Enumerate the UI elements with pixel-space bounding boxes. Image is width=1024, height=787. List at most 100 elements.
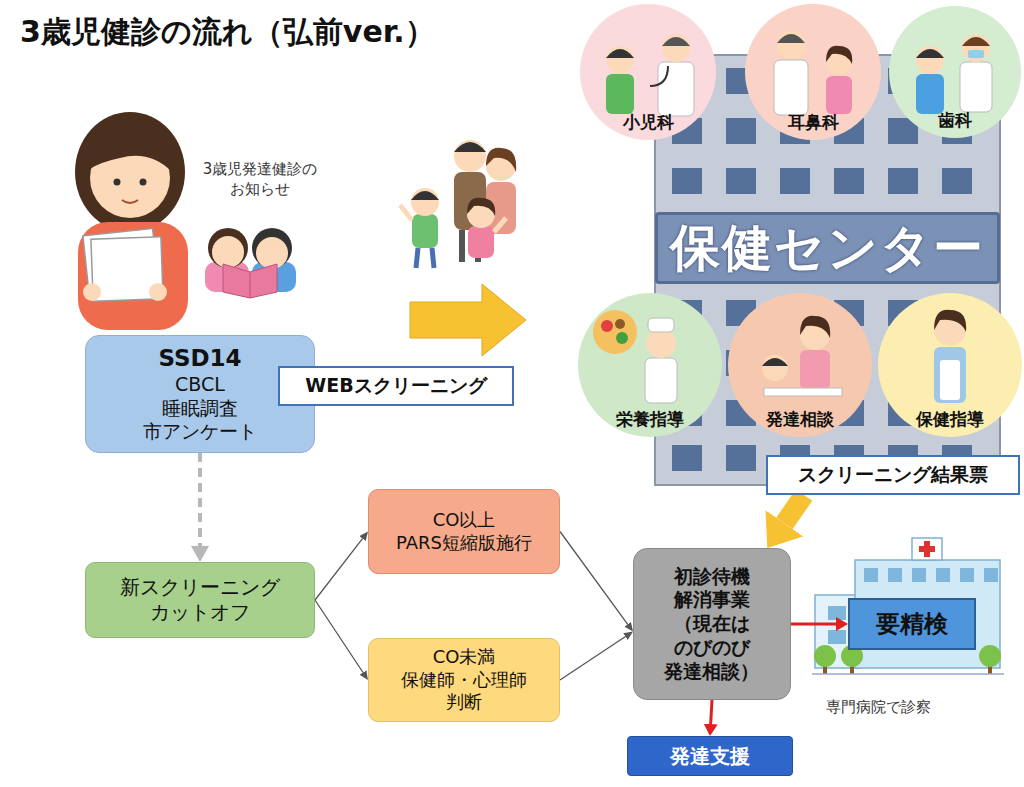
nutrition-illustration — [578, 293, 722, 437]
connector-arrow — [784, 495, 804, 523]
window — [936, 568, 950, 582]
service-circle: 栄養指導 — [578, 293, 722, 437]
box-text: 栄養指導 — [616, 409, 684, 430]
connector-arrow — [791, 623, 836, 626]
ent-illustration — [774, 60, 808, 115]
process-box: CO以上 PARS短縮版施行 — [368, 489, 560, 574]
family-figure — [400, 205, 412, 220]
service-circle: 発達相談 — [728, 293, 872, 437]
hospital-building — [919, 546, 935, 552]
pediatrics-illustration — [658, 62, 694, 116]
process-box: CO未満 保健師・心理師 判断 — [368, 638, 560, 722]
process-box: 新スクリーニング カットオフ — [85, 562, 315, 638]
window — [984, 568, 998, 582]
box-text: 発達相談 — [766, 409, 834, 430]
children-reading — [252, 228, 292, 268]
connector-arrow — [315, 600, 363, 672]
hospital-caption: 専門病院で診察 — [826, 698, 931, 718]
ent-illustration — [826, 76, 852, 114]
mother-figure — [140, 179, 147, 186]
dentistry-illustration — [889, 6, 1021, 138]
children-reading — [250, 272, 251, 298]
family-figure — [416, 248, 418, 268]
nutrition-illustration — [578, 293, 722, 437]
box-text: 発達支援 — [670, 744, 750, 769]
window — [828, 630, 846, 644]
service-circle: 保健指導 — [878, 293, 1022, 437]
pediatrics-illustration — [662, 37, 690, 46]
hospital-building — [855, 560, 1000, 668]
children-reading — [223, 264, 277, 298]
consultation-illustration — [762, 355, 788, 381]
children-reading — [256, 237, 288, 269]
box-text: WEBスクリーニング — [305, 374, 486, 398]
mother-figure — [75, 112, 185, 232]
box-text: 新スクリーニング カットオフ — [117, 575, 283, 625]
pediatrics-illustration — [650, 66, 668, 86]
ent-illustration — [745, 4, 881, 140]
health-center-building — [655, 55, 1000, 485]
health-guidance-illustration — [934, 310, 966, 332]
hospital-building — [912, 538, 942, 560]
family-figure — [454, 142, 486, 152]
box-text: 初診待機 解消事業 （現在は のびのび 発達相談） — [663, 565, 762, 684]
ent-illustration — [777, 31, 805, 59]
family-figure — [411, 191, 439, 200]
result-box: スクリーニング結果票 — [766, 455, 1020, 495]
window — [960, 568, 974, 582]
dentistry-illustration — [968, 50, 984, 58]
health-center-building — [655, 55, 1000, 485]
children-reading — [208, 228, 248, 268]
mother-figure — [88, 131, 172, 172]
health-guidance-illustration — [878, 293, 1022, 437]
box-text: SSD14 — [158, 344, 241, 373]
box-text: 耳鼻科 — [788, 112, 839, 133]
connector-arrow — [315, 539, 362, 600]
method-box: WEBスクリーニング — [278, 366, 514, 406]
dentistry-illustration — [962, 37, 990, 46]
nutrition-illustration — [615, 319, 625, 329]
dentistry-illustration — [960, 62, 992, 112]
hospital-building — [812, 673, 1004, 675]
window — [780, 168, 810, 194]
connector-arrow — [560, 637, 625, 680]
box-text: 歯科 — [938, 110, 972, 131]
mother-figure — [83, 283, 101, 301]
box-text: 保健指導 — [916, 409, 984, 430]
connector-arrow — [711, 700, 712, 724]
building-sign: 保健センター — [655, 212, 1000, 284]
children-reading — [205, 228, 296, 298]
family-figure — [432, 248, 434, 268]
window — [912, 568, 926, 582]
window — [888, 168, 918, 194]
window — [864, 568, 878, 582]
outcome-box: 発達支援 — [627, 736, 793, 776]
box-text: CO未満 保健師・心理師 判断 — [399, 646, 529, 714]
box-text: CO以上 PARS短縮版施行 — [383, 509, 545, 554]
health-guidance-illustration — [940, 360, 960, 400]
consultation-illustration — [728, 293, 872, 437]
pediatrics-illustration — [580, 4, 716, 140]
mother-figure — [114, 179, 121, 186]
window — [726, 445, 756, 471]
window — [672, 445, 702, 471]
dentistry-illustration — [916, 49, 944, 58]
dentistry-illustration — [916, 46, 944, 74]
connector-arrow — [198, 453, 202, 546]
family-figure — [411, 188, 439, 216]
process-box: 初診待機 解消事業 （現在は のびのび 発達相談） — [633, 548, 791, 700]
flow-arrow — [410, 284, 526, 356]
ent-illustration — [777, 34, 805, 43]
hospital-building — [979, 645, 1001, 667]
pediatrics-illustration — [606, 46, 634, 74]
nutrition-illustration — [601, 320, 613, 332]
family-figure — [412, 214, 438, 248]
dentistry-illustration — [962, 34, 990, 62]
nutrition-illustration — [645, 358, 677, 403]
service-circle: 歯科 — [889, 6, 1021, 138]
window — [888, 568, 902, 582]
family-figure — [486, 148, 516, 172]
consultation-illustration — [800, 316, 830, 338]
